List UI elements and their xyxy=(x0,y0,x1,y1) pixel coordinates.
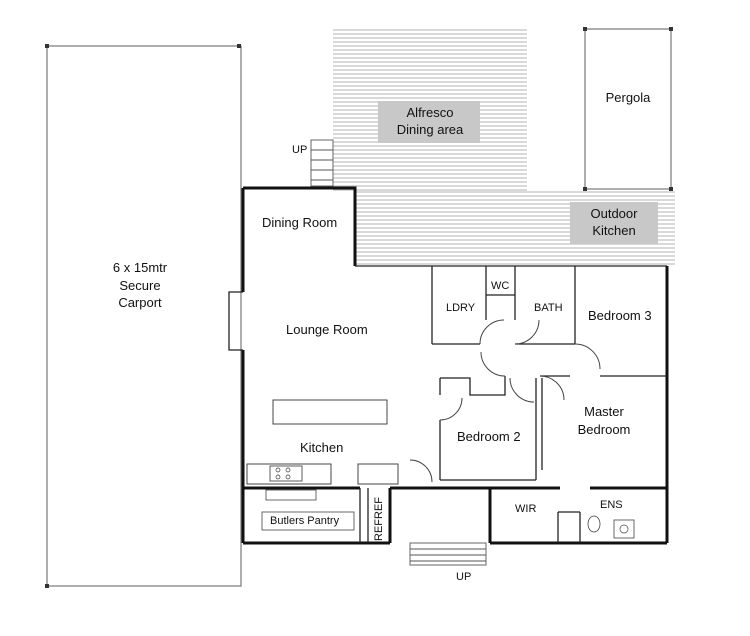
steps-upper xyxy=(310,139,334,187)
kitchen-fixtures xyxy=(246,399,399,501)
kitchen-label: Kitchen xyxy=(300,440,343,455)
bedroom3-label: Bedroom 3 xyxy=(588,308,652,323)
alfresco-label-line1: Alfresco xyxy=(407,105,454,120)
master-bedroom-label-line2: Bedroom xyxy=(578,422,631,437)
carport: 6 x 15mtr Secure Carport xyxy=(45,44,242,588)
alfresco-label-box xyxy=(378,101,480,143)
master-bedroom-label-line1: Master xyxy=(584,404,624,419)
ensuite-fixtures xyxy=(587,515,635,539)
bath-label: BATH xyxy=(534,302,563,314)
house-walls xyxy=(228,186,669,545)
refrigerator-label: REFREF xyxy=(373,497,385,541)
door-swings xyxy=(409,319,601,483)
laundry-label: LDRY xyxy=(446,302,476,314)
up-label-bottom: UP xyxy=(456,571,471,583)
outdoor-kitchen-label-line2: Kitchen xyxy=(592,223,635,238)
carport-label-line1: 6 x 15mtr xyxy=(113,260,168,275)
wir-label: WIR xyxy=(515,503,536,515)
outdoor-kitchen-label-line1: Outdoor xyxy=(591,206,639,221)
outdoor-kitchen-label-box xyxy=(570,202,658,244)
steps-front xyxy=(409,542,487,566)
ensuite-label: ENS xyxy=(600,499,623,511)
alfresco-label-line2: Dining area xyxy=(397,122,464,137)
butlers-pantry-bench xyxy=(261,511,355,531)
pergola-label: Pergola xyxy=(606,90,652,105)
carport-label-line3: Carport xyxy=(118,295,162,310)
lounge-room-label: Lounge Room xyxy=(286,322,368,337)
pergola: Pergola xyxy=(583,27,673,191)
carport-label-line2: Secure xyxy=(119,278,160,293)
wc-label: WC xyxy=(491,280,509,292)
up-label-top: UP xyxy=(292,144,307,156)
dining-room-label: Dining Room xyxy=(262,215,337,230)
butlers-pantry-label: Butlers Pantry xyxy=(270,515,340,527)
bedroom2-label: Bedroom 2 xyxy=(457,429,521,444)
